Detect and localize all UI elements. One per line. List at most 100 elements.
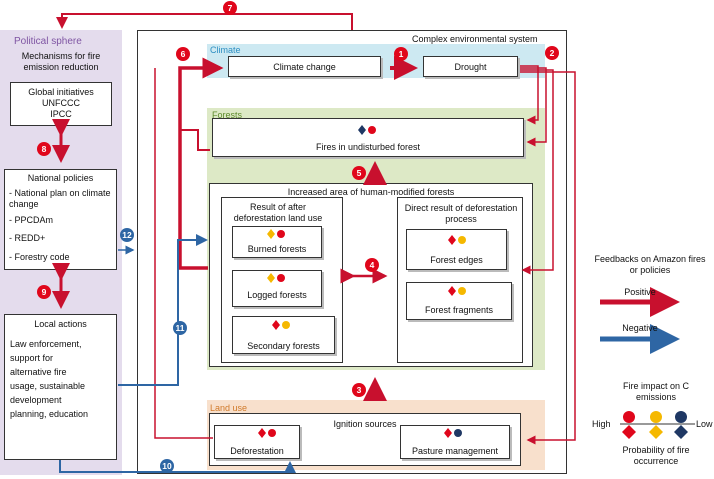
badge-5: 5: [352, 166, 366, 180]
circle-icon: [454, 429, 462, 437]
legend-high-diamond: [622, 425, 636, 439]
legend-feedbacks-title: Feedbacks on Amazon fires or policies: [594, 254, 706, 275]
pasture-management-label: Pasture management: [411, 446, 499, 456]
secondary-symbols: [272, 320, 290, 330]
forest-fragments-box: Forest fragments: [406, 282, 512, 320]
direct-deforestation-title: Direct result of deforestation process: [404, 203, 518, 224]
badge-1: 1: [394, 47, 408, 61]
logged-symbols: [267, 273, 285, 283]
after-deforestation-title: Result of after deforestation land use: [233, 202, 323, 223]
circle-icon: [268, 429, 276, 437]
legend-low-label: Low: [696, 419, 713, 429]
legend-low-circle: [675, 411, 687, 423]
political-sphere-title: Political sphere: [14, 36, 82, 47]
badge-6: 6: [176, 47, 190, 61]
land-use-label: Land use: [210, 403, 248, 413]
diamond-icon: [258, 428, 266, 438]
badge-4: 4: [365, 258, 379, 272]
national-item-3: - REDD+: [9, 233, 46, 243]
badge-7: 7: [223, 1, 237, 15]
undisturbed-symbols: [358, 125, 376, 135]
diamond-icon: [267, 273, 275, 283]
global-line-2: UNFCCC: [42, 98, 80, 108]
badge-8: 8: [37, 142, 51, 156]
circle-icon: [458, 236, 466, 244]
burned-symbols: [267, 229, 285, 239]
national-policies-box: National policies - National plan on cli…: [4, 169, 117, 270]
secondary-forests-label: Secondary forests: [247, 341, 320, 351]
arrow-2-a: [520, 65, 539, 125]
badge-2: 2: [545, 46, 559, 60]
arrow-10: [59, 460, 296, 473]
direct-deforestation-box: Direct result of deforestation process: [397, 197, 523, 363]
circle-icon: [282, 321, 290, 329]
climate-change-box: Climate change: [228, 56, 381, 77]
global-line-1: Global initiatives: [28, 87, 94, 97]
badge-9: 9: [37, 285, 51, 299]
ignition-sources-title: Ignition sources: [333, 419, 397, 429]
national-item-1: - National plan on climate change: [9, 188, 111, 209]
undisturbed-forest-label: Fires in undisturbed forest: [315, 142, 421, 152]
arrow-2-c: [520, 69, 554, 275]
complex-system-title: Complex environmental system: [412, 34, 538, 44]
badge-3: 3: [352, 383, 366, 397]
national-item-4: - Forestry code: [9, 252, 70, 262]
forest-edges-label: Forest edges: [430, 255, 483, 265]
legend-high-label: High: [592, 419, 611, 429]
legend-negative-label: Negative: [622, 323, 658, 333]
local-actions-title: Local actions: [34, 319, 87, 329]
national-policies-title: National policies: [27, 173, 94, 183]
forest-edges-box: Forest edges: [406, 229, 507, 270]
diamond-icon: [448, 286, 456, 296]
legend-probability-title: Probability of fire occurrence: [622, 445, 690, 466]
local-actions-box: Local actions Law enforcement, support f…: [4, 314, 117, 460]
legend-positive-label: Positive: [624, 287, 656, 297]
logged-forests-label: Logged forests: [247, 290, 307, 300]
badge-10: 10: [160, 459, 174, 473]
fragments-symbols: [448, 286, 466, 296]
circle-icon: [277, 230, 285, 238]
diamond-icon: [358, 125, 366, 135]
legend-mid-diamond: [649, 425, 663, 439]
forest-fragments-label: Forest fragments: [424, 305, 494, 315]
arrow-2-b: [520, 67, 547, 147]
mechanisms-label: Mechanisms for fire emission reduction: [21, 51, 101, 72]
global-line-3: IPCC: [50, 109, 72, 119]
arrow-7: [56, 13, 353, 30]
edges-symbols: [448, 235, 466, 245]
logged-forests-box: Logged forests: [232, 270, 322, 307]
legend-low-diamond: [674, 425, 688, 439]
legend-impact-title: Fire impact on C emissions: [622, 381, 690, 402]
deforestation-label: Deforestation: [230, 446, 284, 456]
burned-forests-label: Burned forests: [247, 244, 307, 254]
diamond-icon: [448, 235, 456, 245]
pasture-symbols: [444, 428, 462, 438]
drought-box: Drought: [423, 56, 518, 77]
climate-change-label: Climate change: [273, 62, 336, 72]
human-modified-title: Increased area of human-modified forests: [287, 187, 455, 197]
circle-icon: [458, 287, 466, 295]
arrow-2-d: [520, 71, 576, 445]
legend-mid-circle: [650, 411, 662, 423]
undisturbed-forest-box: Fires in undisturbed forest: [212, 118, 524, 157]
drought-label: Drought: [454, 62, 487, 72]
arrow-deforestation-loop: [154, 68, 213, 439]
diamond-icon: [267, 229, 275, 239]
forests-label: Forests: [212, 110, 243, 120]
badge-12: 12: [120, 228, 134, 242]
arrow-6-branch: [180, 129, 210, 151]
burned-forests-box: Burned forests: [232, 226, 322, 258]
diamond-icon: [444, 428, 452, 438]
badge-11: 11: [173, 321, 187, 335]
deforestation-symbols: [258, 428, 276, 438]
local-actions-text: Law enforcement, support for alternative…: [10, 339, 89, 419]
legend-high-circle: [623, 411, 635, 423]
arrow-11: [118, 234, 208, 386]
global-initiatives-box: Global initiatives UNFCCC IPCC: [10, 82, 112, 126]
deforestation-box: Deforestation: [214, 425, 300, 459]
arrow-6: [178, 57, 224, 270]
diamond-icon: [272, 320, 280, 330]
circle-icon: [277, 274, 285, 282]
